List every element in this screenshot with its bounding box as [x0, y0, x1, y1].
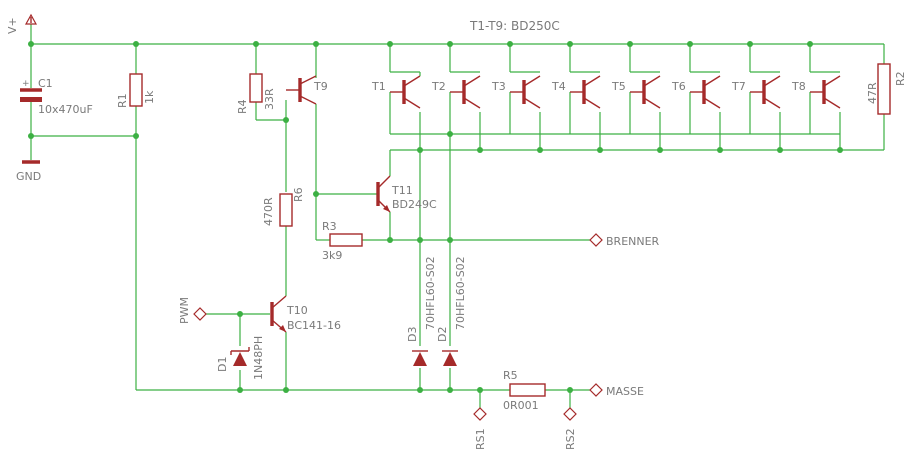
r2-name: R2	[894, 71, 907, 86]
resistor-r6: 470R R6	[262, 187, 305, 227]
junctions	[28, 41, 843, 393]
resistor-r1: R1 1k	[116, 73, 156, 108]
t6-label: T6	[671, 80, 686, 93]
wires	[30, 24, 885, 412]
c1-name: C1	[38, 77, 53, 90]
vplus-label: V+	[6, 17, 19, 34]
t10-part: BC141-16	[287, 319, 341, 332]
svg-text:+: +	[22, 79, 30, 89]
diode-d2: D2 70HFL60-S02	[436, 256, 467, 366]
transistor-t11: T11 BD249C	[376, 175, 437, 213]
d1-name: D1	[216, 357, 229, 372]
r6-name: R6	[292, 187, 305, 202]
r4-name: R4	[236, 99, 249, 114]
rs2-label: RS2	[564, 428, 577, 450]
t3-label: T3	[491, 80, 506, 93]
gnd-label: GND	[16, 170, 41, 183]
schematic-title: T1-T9: BD250C	[469, 19, 560, 33]
vplus-symbol: V+	[6, 13, 38, 34]
port-rs2: RS2	[563, 407, 577, 450]
t10-name: T10	[286, 304, 308, 317]
r3-name: R3	[322, 220, 337, 233]
r1-value: 1k	[143, 90, 156, 104]
masse-label: MASSE	[606, 385, 644, 398]
capacitor-c1: + C1 10x470uF	[20, 77, 93, 116]
t7-label: T7	[731, 80, 746, 93]
resistor-r3: R3 3k9	[322, 220, 363, 262]
transistor-t8: T8	[791, 75, 841, 109]
r4-value: 33R	[263, 88, 276, 110]
t9-label: T9	[313, 80, 328, 93]
t5-label: T5	[611, 80, 626, 93]
t4-label: T4	[551, 80, 566, 93]
transistor-t6: T6	[671, 75, 721, 109]
r6-value: 470R	[262, 197, 275, 226]
transistor-t5: T5	[611, 75, 661, 109]
d1-part: 1N48PH	[252, 336, 265, 380]
transistor-t2: T2	[431, 75, 481, 109]
transistor-t4: T4	[551, 75, 601, 109]
zener-d1: D1 1N48PH	[216, 336, 265, 380]
diode-d3: D3 70HFL60-S02	[406, 256, 437, 366]
transistor-t9: T9	[286, 75, 328, 105]
d3-name: D3	[406, 327, 419, 342]
d2-name: D2	[436, 327, 449, 342]
c1-value: 10x470uF	[38, 103, 93, 116]
pwm-label: PWM	[178, 297, 191, 324]
rs1-label: RS1	[474, 428, 487, 450]
port-brenner: BRENNER	[589, 233, 660, 248]
t8-label: T8	[791, 80, 806, 93]
transistor-t10: T10 BC141-16	[270, 295, 341, 333]
r5-name: R5	[503, 369, 518, 382]
t11-name: T11	[391, 184, 413, 197]
r1-name: R1	[116, 93, 129, 108]
port-masse: MASSE	[589, 383, 644, 398]
t1-label: T1	[371, 80, 386, 93]
t11-part: BD249C	[392, 198, 437, 211]
d2-part: 70HFL60-S02	[454, 256, 467, 330]
resistor-r4: R4 33R	[236, 73, 276, 114]
collector-ties	[390, 71, 840, 76]
d3-part: 70HFL60-S02	[424, 256, 437, 330]
r2-value: 47R	[866, 82, 879, 104]
transistor-t7: T7	[731, 75, 781, 109]
brenner-label: BRENNER	[606, 235, 660, 248]
r3-value: 3k9	[322, 249, 342, 262]
r5-value: 0R001	[503, 399, 539, 412]
resistor-r2: 47R R2	[866, 63, 907, 115]
port-pwm: PWM	[178, 297, 207, 324]
gnd-symbol: GND	[16, 160, 41, 183]
t2-label: T2	[431, 80, 446, 93]
transistor-t1: T1	[371, 75, 421, 109]
port-rs1: RS1	[473, 407, 487, 450]
transistor-t3: T3	[491, 75, 541, 109]
resistor-r5: R5 0R001	[503, 369, 546, 412]
